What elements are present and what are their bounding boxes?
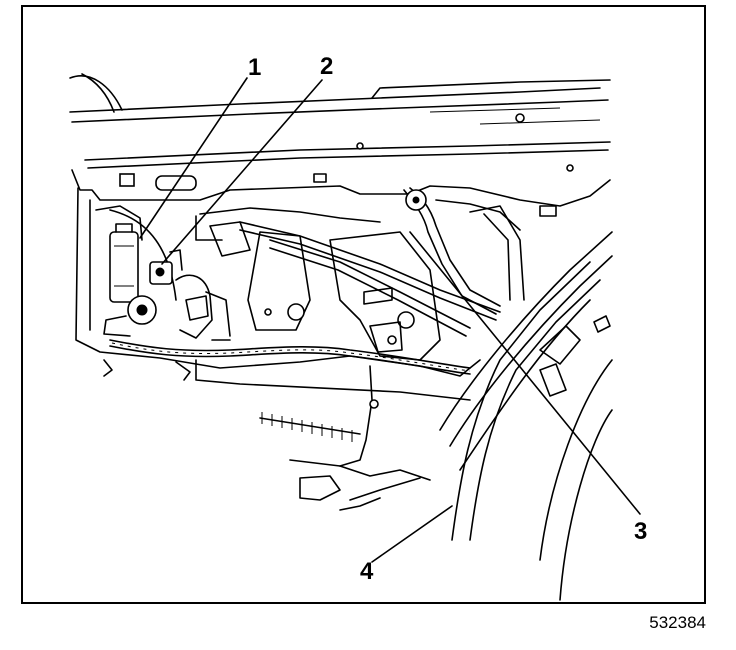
callout-1: 1 (248, 54, 262, 81)
callout-2: 2 (320, 53, 334, 80)
callout-4: 4 (360, 558, 374, 585)
window-regulator (175, 274, 231, 341)
leader-lines (139, 77, 641, 563)
inner-door-panel (71, 169, 611, 377)
callout-3: 3 (634, 518, 648, 545)
figure-id: 532384 (649, 613, 706, 632)
wiring-harness (103, 339, 471, 467)
door-upper-frame (69, 73, 611, 172)
lower-door-area (195, 359, 471, 511)
regulator-cables (239, 187, 521, 337)
door-edge-and-pillar (439, 205, 613, 601)
window-motor (103, 223, 173, 337)
